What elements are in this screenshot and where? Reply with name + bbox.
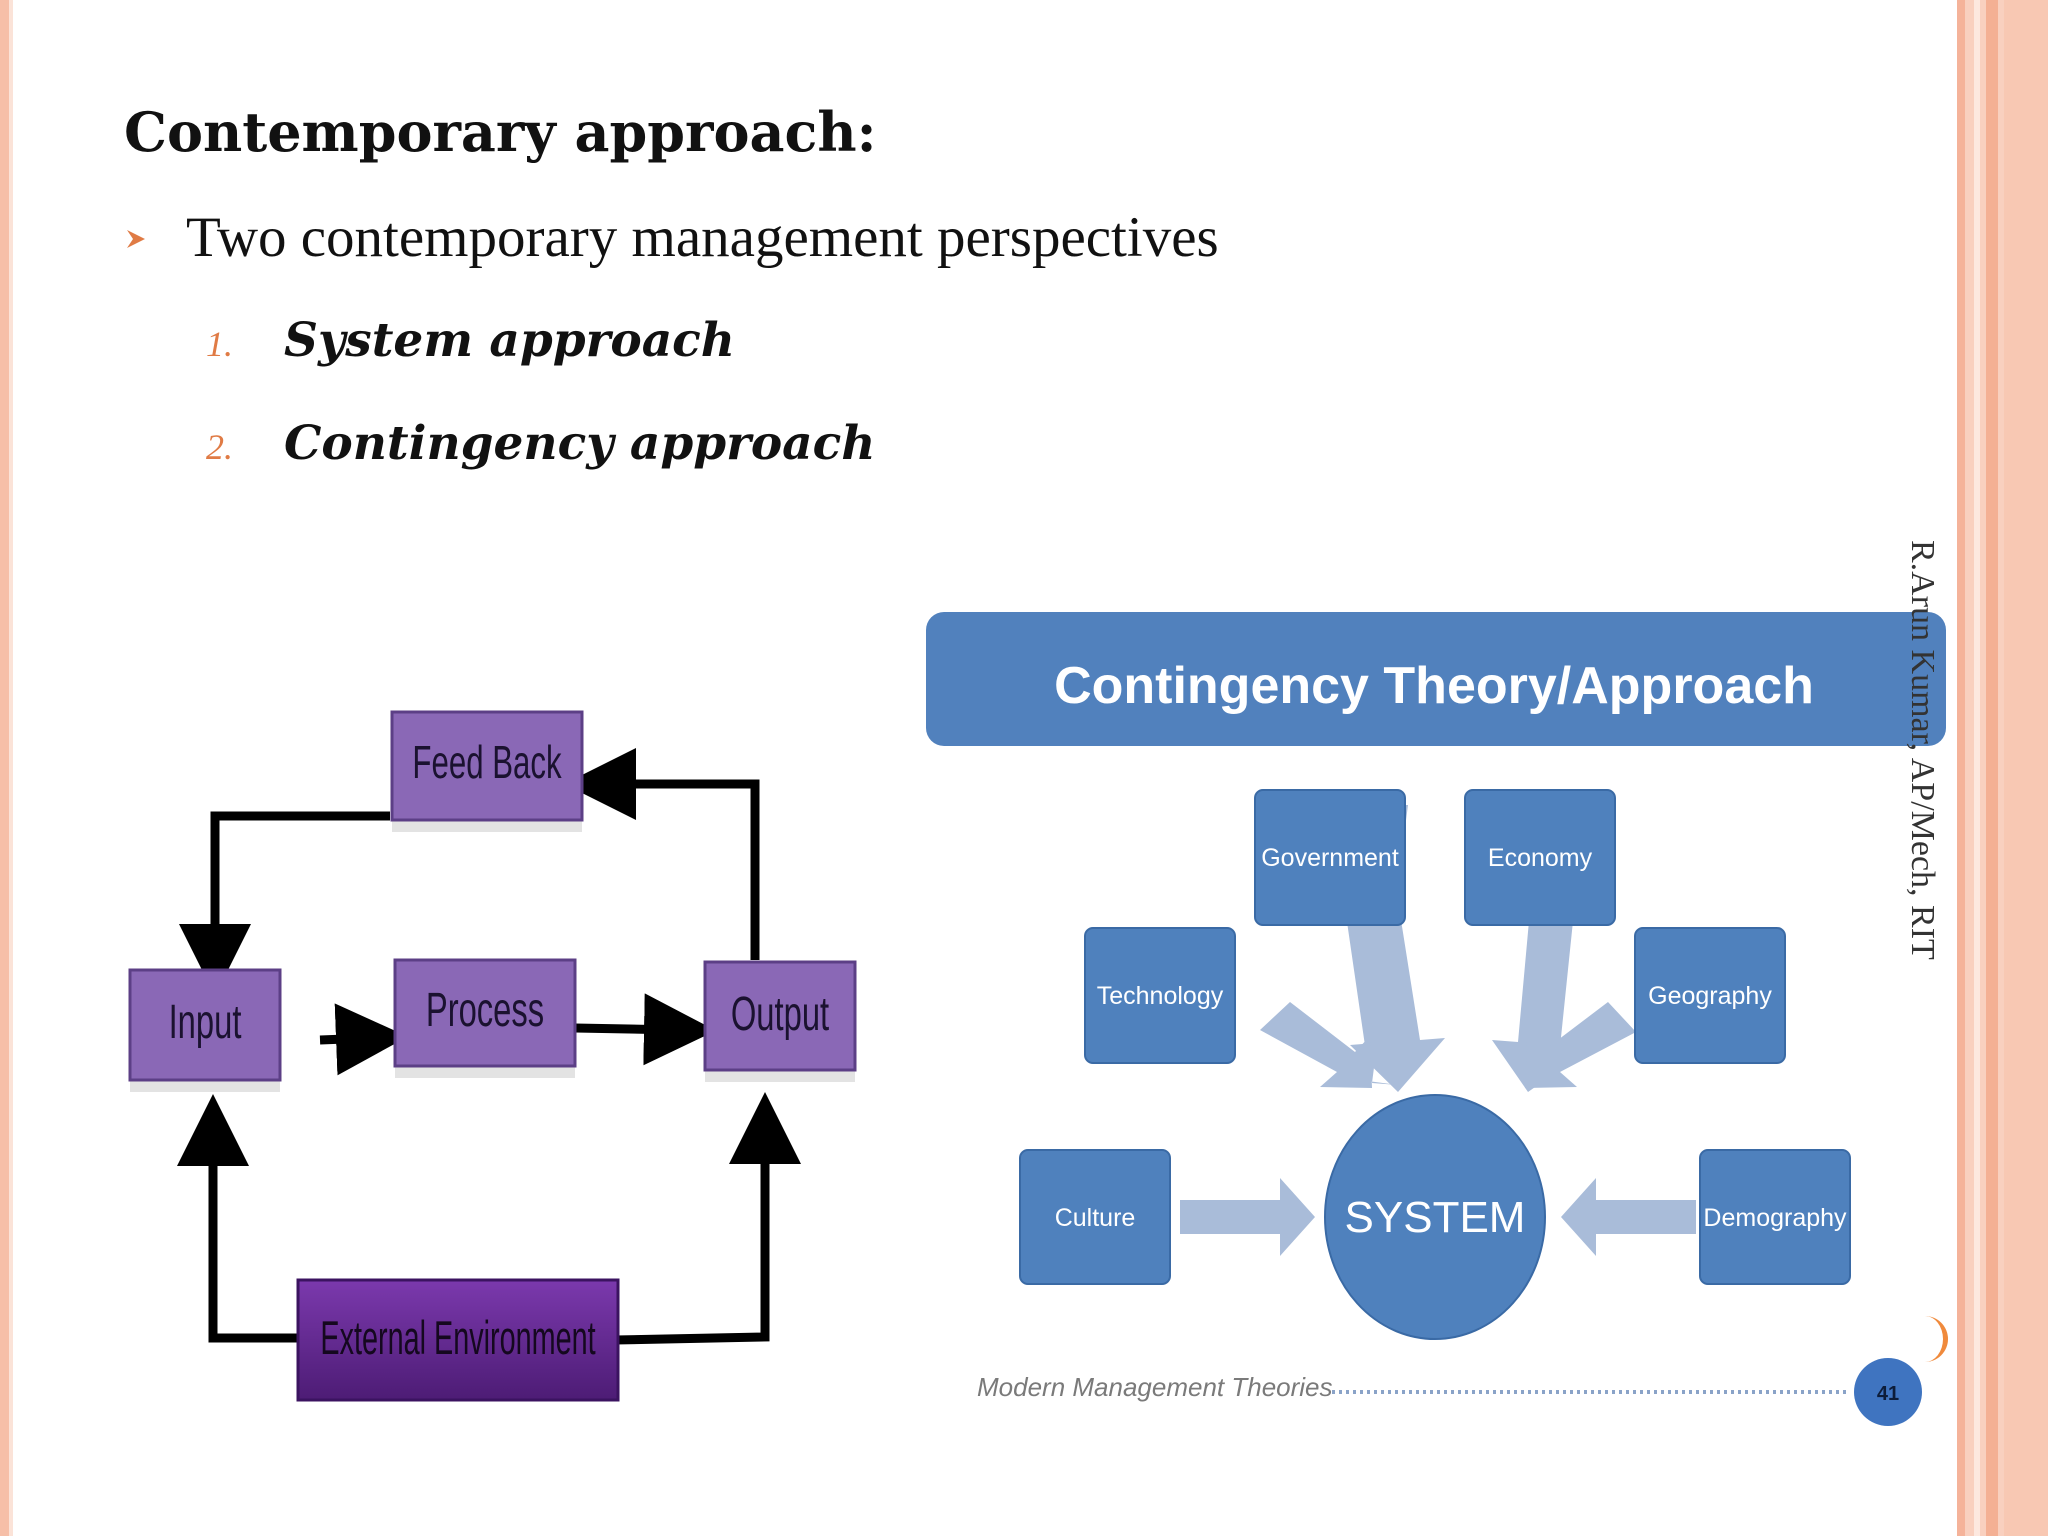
input-box: Input (128, 968, 282, 1092)
environment-to-input-arrow (177, 1094, 302, 1343)
economy-label: Economy (1488, 844, 1593, 872)
system-circle: SYSTEM (1324, 1094, 1546, 1340)
government-box: Government (1254, 789, 1406, 926)
environment-to-output-arrow (614, 1092, 801, 1345)
footer-text: Modern Management Theories (977, 1372, 1333, 1402)
page-number-circle (1854, 1358, 1922, 1426)
bullet-text: Two contemporary management perspectives (186, 206, 1219, 269)
process-label: Process (426, 983, 544, 1037)
feedback-box: Feed Back (390, 710, 584, 832)
system-approach-diagram: Feed Back Input Process Output External … (128, 710, 857, 1402)
output-box: Output (703, 960, 857, 1082)
arrow-bullet-icon (127, 230, 145, 248)
decorative-arc (1918, 1316, 1948, 1362)
culture-label: Culture (1055, 1204, 1136, 1232)
output-to-feedback-arrow (564, 748, 760, 960)
list-item: 1. System approach (206, 313, 735, 368)
list-item: 2. Contingency approach (206, 416, 875, 471)
list-text: Contingency approach (284, 416, 876, 471)
list-text: System approach (284, 313, 735, 368)
output-label: Output (731, 987, 830, 1041)
system-label: SYSTEM (1345, 1193, 1526, 1242)
author-credit: R.Arun Kumar, AP/Mech, RIT (1904, 540, 1941, 960)
demography-box: Demography (1699, 1149, 1851, 1285)
demography-label: Demography (1703, 1204, 1847, 1232)
process-box: Process (393, 958, 577, 1078)
geography-label: Geography (1648, 982, 1772, 1010)
left-border-inner (9, 0, 13, 1536)
list-number: 1. (206, 324, 233, 364)
environment-label: External Environment (320, 1313, 595, 1365)
economy-box: Economy (1464, 789, 1616, 926)
input-to-process-arrow (319, 1003, 408, 1076)
page-number: 41 (1877, 1383, 1899, 1405)
external-environment-box: External Environment (296, 1278, 620, 1402)
process-to-output-arrow (574, 993, 716, 1066)
technology-label: Technology (1097, 982, 1224, 1010)
government-label: Government (1261, 844, 1399, 872)
geography-box: Geography (1634, 927, 1786, 1064)
slide-title: Contemporary approach: (124, 100, 877, 164)
feedback-label: Feed Back (412, 737, 561, 788)
input-label: Input (169, 995, 242, 1049)
contingency-approach-diagram: Contingency Theory/Approach Government E… (926, 612, 1946, 1426)
contingency-title: Contingency Theory/Approach (1054, 657, 1814, 715)
feedback-to-input-arrow (179, 811, 390, 996)
contingency-header (926, 612, 1946, 746)
culture-box: Culture (1019, 1149, 1171, 1285)
technology-box: Technology (1084, 927, 1236, 1064)
left-border (0, 0, 9, 1536)
list-number: 2. (206, 427, 233, 467)
